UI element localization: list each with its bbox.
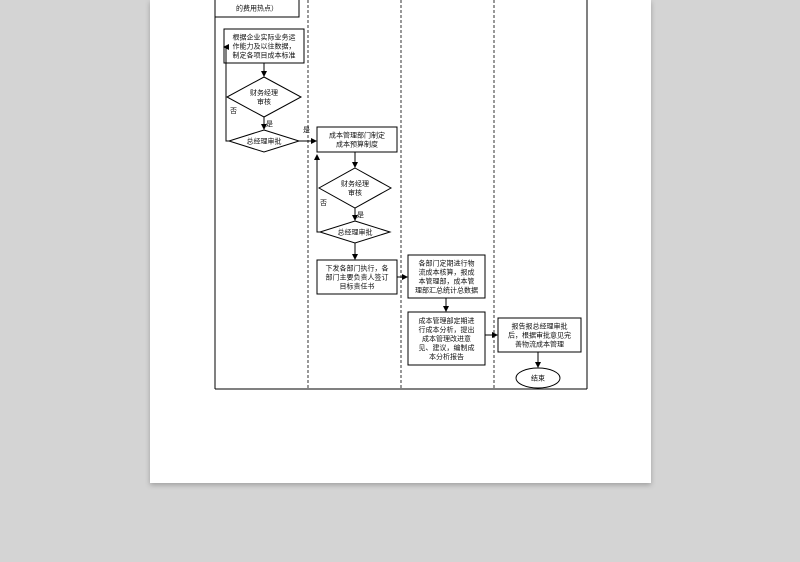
document-page: 的费用热点） 根据企业实际业务运作能力及以往数据，制定各项目成本标准 财务经理审…	[150, 0, 651, 483]
node-text-line: 本管理部，成本管	[419, 277, 475, 286]
node-text-line: 的费用热点）	[236, 4, 278, 13]
node-text-line: 审核	[348, 188, 362, 197]
node-fin-review-1	[225, 76, 303, 118]
node-text-line: 各部门定期进行物	[419, 259, 475, 268]
node-cost-budget	[316, 126, 398, 153]
node-fin-review-2-text: 财务经理审核	[341, 179, 369, 197]
node-gm-approve-1-text: 总经理审批	[247, 137, 282, 146]
node-accounting-text: 各部门定期进行物流成本核算，报成本管理部，成本管理部汇总统计总数据	[415, 259, 478, 295]
node-set-standard-text: 根据企业实际业务运作能力及以往数据，制定各项目成本标准	[233, 33, 296, 60]
edge-label-yes-1: 是	[266, 120, 273, 128]
edge-label-yes-2: 是	[357, 211, 364, 219]
node-text-line: 财务经理	[250, 88, 278, 97]
flowchart: 的费用热点） 根据企业实际业务运作能力及以往数据，制定各项目成本标准 财务经理审…	[214, 0, 588, 390]
node-text-line: 流成本核算，报成	[419, 268, 475, 277]
node-text-line: 成本管理部门制定	[329, 131, 385, 140]
node-end-text: 结束	[531, 374, 545, 383]
node-fin-review-2	[317, 167, 393, 209]
edge-label-no-1: 否	[230, 107, 237, 115]
node-text-line: 目标责任书	[340, 282, 375, 291]
node-text-line: 成本管理改进意	[422, 334, 471, 343]
node-text-line: 后，根据审批意见完	[508, 331, 571, 340]
node-text-line: 报告报总经理审批	[512, 322, 568, 331]
edge-label-yes-to-budget: 是	[303, 126, 310, 134]
node-text-line: 审核	[257, 97, 271, 106]
node-cost-budget-text: 成本管理部门制定成本预算制度	[329, 131, 385, 149]
node-end	[515, 367, 561, 389]
node-text-line: 总经理审批	[338, 228, 373, 237]
node-text-line: 总经理审批	[247, 137, 282, 146]
node-analysis	[407, 311, 486, 366]
node-issue-execute	[316, 259, 398, 295]
node-text-line: 根据企业实际业务运	[233, 33, 296, 42]
node-text-line: 部门主要负责人签订	[326, 273, 389, 282]
node-text-line: 善物流成本管理	[515, 340, 564, 349]
node-set-standard	[223, 28, 305, 64]
node-gm-approve-1	[227, 129, 301, 153]
node-text-line: 成本预算制度	[336, 140, 378, 149]
node-text-line: 理部汇总统计总数据	[415, 286, 478, 295]
node-gm-approve-2-text: 总经理审批	[338, 228, 373, 237]
node-text-line: 见、建议，编制成	[419, 343, 475, 352]
node-analysis-text: 成本管理部定期进行成本分析，提出成本管理改进意见、建议，编制成本分析报告	[419, 316, 475, 361]
node-text-line: 本分析报告	[429, 352, 464, 361]
edge-approve2-reject	[314, 154, 320, 233]
node-text-line: 结束	[531, 374, 545, 383]
node-text-line: 财务经理	[341, 179, 369, 188]
node-top-partial	[214, 0, 300, 18]
edge-approve1-reject	[223, 44, 229, 142]
node-top-partial-text: 的费用热点）	[236, 4, 278, 13]
node-report-text: 报告报总经理审批后，根据审批意见完善物流成本管理	[508, 322, 571, 349]
node-text-line: 作能力及以往数据，	[233, 42, 296, 51]
node-report	[497, 317, 582, 353]
node-text-line: 制定各项目成本标准	[233, 51, 296, 60]
edge-label-no-2: 否	[320, 199, 327, 207]
node-fin-review-1-text: 财务经理审核	[250, 88, 278, 106]
node-text-line: 成本管理部定期进	[419, 316, 475, 325]
node-issue-execute-text: 下发各部门执行，各部门主要负责人签订目标责任书	[326, 264, 389, 291]
node-text-line: 下发各部门执行，各	[326, 264, 389, 273]
node-text-line: 行成本分析，提出	[419, 325, 475, 334]
node-accounting	[407, 254, 486, 299]
